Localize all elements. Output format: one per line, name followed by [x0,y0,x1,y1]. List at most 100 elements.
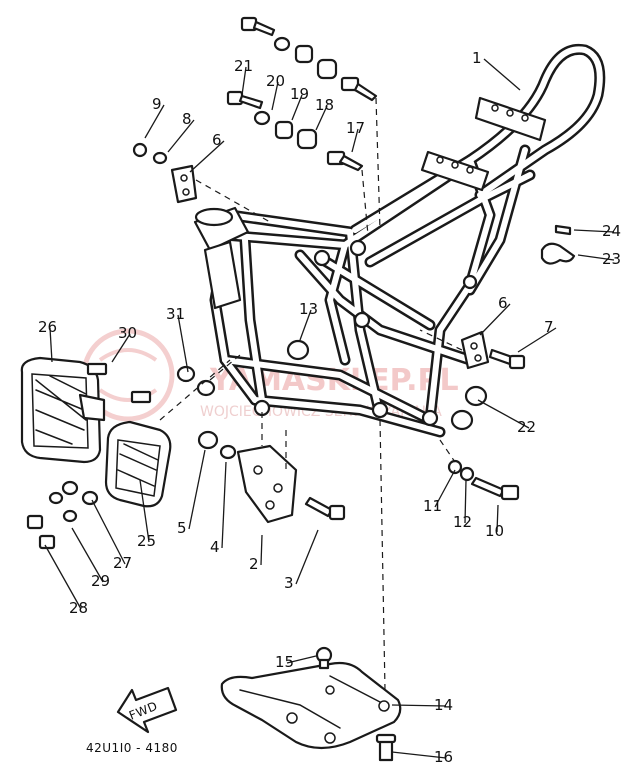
screw-28-lower [38,534,56,550]
callout-labels: 1234566789101112131415161718192021222324… [38,49,621,766]
callout-30: 30 [118,324,137,342]
skid-plate-14 [220,661,402,750]
reflector-assembly [20,354,241,550]
nut-31-lower [196,379,216,397]
callout-1: 1 [472,49,482,67]
callout-27: 27 [113,554,132,572]
washer-20-upper [273,36,291,52]
leader-line-9 [144,104,165,139]
bolt-3 [304,496,334,518]
washer-8 [152,151,168,165]
callout-24: 24 [602,222,621,240]
clip-30-upper [86,362,108,376]
fwd-arrow: FWD [116,686,178,734]
callout-7: 7 [544,318,554,336]
callout-29: 29 [91,572,110,590]
bracket-6-left [170,164,198,204]
bracket-6-right [460,330,490,370]
leader-line-5 [188,449,206,530]
bolt-21-lower [226,90,244,106]
nut-27-upper [61,480,79,496]
callout-10: 10 [485,522,504,540]
bracket-right [419,329,526,370]
leader-line-4 [221,461,227,549]
engine-mount-left [197,412,346,524]
callout-20: 20 [266,72,285,90]
leader-line-7 [517,327,557,353]
callout-21: 21 [234,57,253,75]
washer-4 [219,444,237,460]
screw-24 [554,224,572,236]
callout-4: 4 [210,538,220,556]
clip-30-lower [130,390,152,404]
spacer-13 [286,339,310,361]
leader-line-18 [315,105,328,131]
reflector-25 [104,420,172,508]
bolt-10 [470,476,506,498]
leader-line-23 [577,254,615,261]
leader-line-25 [139,479,150,543]
callout-6: 6 [498,294,508,312]
leader-line-17 [351,128,359,153]
screw-28-upper [26,514,44,530]
callout-8: 8 [182,110,192,128]
leader-line-26 [49,327,53,363]
main-frame [193,43,606,438]
diagram-code: 42U1I0 - 4180 [86,741,178,755]
spacer-19-lower [274,120,294,140]
spacer-19-upper [294,44,314,64]
spacer-5 [197,430,219,450]
callout-2: 2 [249,555,259,573]
leader-line-29 [71,527,104,583]
leader-line-6 [479,303,511,336]
callout-31: 31 [166,305,185,323]
callout-5: 5 [177,519,187,537]
upper-mount-hardware [226,16,381,236]
bolt-7 [488,348,514,366]
callout-28: 28 [69,599,88,617]
callout-23: 23 [602,250,621,268]
spacer-22-lower [450,409,474,431]
nut-27-lower [81,490,99,506]
callout-9: 9 [152,95,162,113]
bracket-2 [236,444,298,524]
leader-line-22 [477,399,530,429]
leader-line-15 [286,655,317,664]
spacer-22-upper [464,385,488,407]
leader-line-11 [434,469,456,508]
nut-31-upper [176,365,196,383]
leader-line-12 [464,479,467,524]
leader-line-20 [271,81,279,111]
callout-12: 12 [453,513,472,531]
leader-line-30 [111,333,131,363]
callout-25: 25 [137,532,156,550]
leader-line-27 [91,499,126,565]
callout-16: 16 [434,748,453,766]
leader-line-3 [295,529,319,585]
leader-line-6 [189,140,225,173]
leader-line-16 [391,751,447,759]
leader-line-8 [167,119,195,153]
leader-line-14 [391,704,447,707]
leader-line-13 [299,309,312,341]
leader-line-19 [291,94,303,121]
callout-3: 3 [284,574,294,592]
leader-line-28 [44,544,82,610]
spacer-18-upper [316,58,338,80]
callout-17: 17 [346,119,365,137]
engine-mount-rear [286,339,520,501]
clip-23 [540,242,576,265]
callout-18: 18 [315,96,334,114]
callout-15: 15 [275,653,294,671]
leader-line-2 [260,534,263,566]
spacer-18-lower [296,128,318,150]
callout-26: 26 [38,318,57,336]
callout-22: 22 [517,418,536,436]
leader-line-31 [177,314,189,373]
washer-29-lower [62,509,78,523]
leader-line-24 [573,229,615,233]
leader-line-1 [483,58,521,91]
callout-6: 6 [212,131,222,149]
bracket-left [132,142,271,223]
leader-line-21 [241,66,247,96]
